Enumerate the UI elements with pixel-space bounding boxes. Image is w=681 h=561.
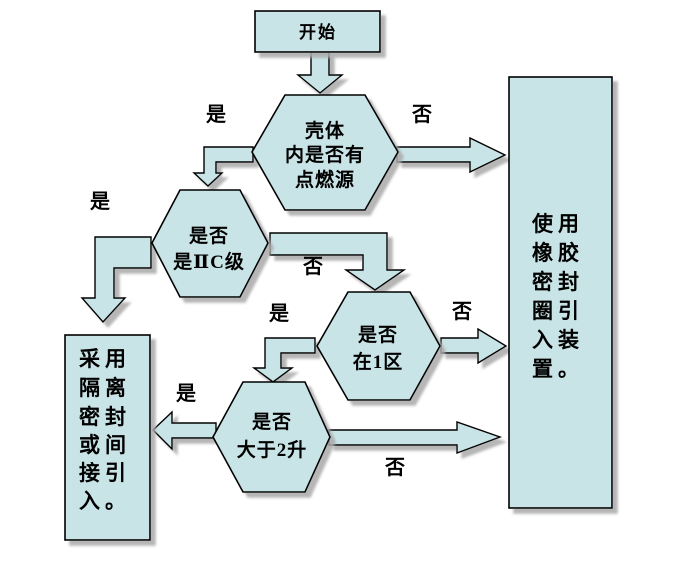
isolation-line-6: 入。 [79, 489, 131, 513]
zone1-line-2: 在1区 [353, 350, 404, 373]
label-ignition-yes: 是 [205, 103, 226, 126]
label-iic-no: 否 [302, 256, 323, 278]
label-zone1-yes: 是 [268, 302, 289, 325]
isolation-line-5: 接引 [79, 461, 131, 485]
rubber-line-3: 密封 [532, 270, 584, 294]
isolation-line-4: 或间 [79, 433, 131, 457]
label-liters-no: 否 [384, 457, 405, 479]
arrow-zone1-yes-elbow [251, 337, 316, 383]
zone1-line-1: 是否 [358, 324, 398, 346]
rubber-line-1: 使用 [531, 212, 584, 236]
ignition-line-1: 壳体 [304, 119, 345, 142]
label-liters-yes: 是 [175, 382, 196, 405]
connectors [80, 51, 508, 455]
hex-zone1 [316, 291, 441, 401]
rect-isolation-seal [64, 334, 151, 541]
label-iic-yes: 是 [89, 190, 110, 213]
iic-line-2: 是ⅡC级 [173, 250, 245, 273]
nodes [64, 10, 613, 541]
hex-iic-class [151, 189, 269, 298]
node-text: 开始 壳体 内是否有 点燃源 是否 是ⅡC级 是否 在1区 是否 大于2升 采用… [79, 22, 584, 513]
liters-line-1: 是否 [252, 411, 292, 433]
rubber-line-5: 入装 [532, 328, 584, 352]
edge-labels: 是 否 是 否 是 否 是 否 [89, 103, 472, 479]
hex-two-liters [212, 381, 331, 493]
rubber-line-6: 置。 [532, 357, 584, 381]
liters-line-2: 大于2升 [237, 438, 308, 461]
arrow-zone1-no [440, 327, 508, 365]
arrow-ignition-no [396, 136, 507, 174]
isolation-line-3: 密封 [79, 405, 131, 429]
arrow-liters-yes [151, 410, 217, 451]
hex-ignition-source [251, 94, 399, 211]
arrow-iic-yes-elbow [80, 236, 152, 324]
arrow-iic-no-elbow [269, 232, 407, 291]
ignition-line-3: 点燃源 [295, 168, 355, 191]
label-zone1-no: 否 [451, 301, 472, 323]
rect-rubber-seal [508, 76, 613, 509]
label-ignition-no: 否 [411, 104, 432, 126]
iic-line-1: 是否 [189, 225, 229, 247]
isolation-line-2: 隔离 [79, 376, 131, 400]
ignition-line-2: 内是否有 [285, 143, 365, 166]
isolation-line-1: 采用 [79, 347, 131, 371]
rubber-line-4: 圈引 [532, 299, 584, 323]
arrow-start-to-ignition [296, 51, 344, 94]
arrow-ignition-yes-elbow [192, 146, 254, 187]
arrow-liters-no [328, 421, 503, 455]
rubber-line-2: 橡胶 [532, 241, 584, 265]
start-label: 开始 [299, 22, 337, 42]
start-node [254, 10, 381, 53]
